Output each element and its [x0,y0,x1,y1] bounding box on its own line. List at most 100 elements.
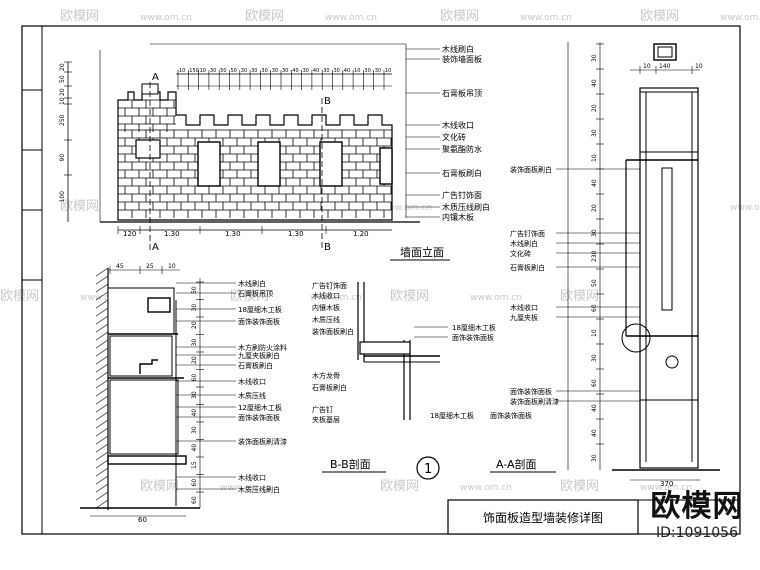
dimension-label: 60 [191,374,198,382]
detail-number-circle [416,456,440,480]
dimension-label: 10 [385,68,391,74]
hatch-stroke [95,299,109,309]
elevation-callout: 木线刷白 [442,44,474,54]
elevation-callout: 石膏板吊顶 [442,88,482,98]
watermark-brand: 欧模网 [230,289,269,304]
detail-1-callout: 广告钉饰面 [312,281,347,290]
hatch-stroke [95,467,109,477]
section-bb-callout: 木质压线刷白 [238,485,280,494]
hatch-stroke [95,491,109,501]
hatch-stroke [95,331,109,341]
section-bb-callout: 九厘夹板刷白 [238,351,280,360]
hatch-stroke [95,379,109,389]
dimension-label: 60 [138,516,147,524]
dimension-label: 30 [261,68,267,74]
wall-window-4 [379,147,393,185]
dimension-label: 120 [123,230,136,238]
dimension-label: 50 [591,279,598,287]
elevation-callout: 木质压线刷白 [442,202,490,212]
watermark-site: www.om.cn [325,13,377,23]
dimension-label: 140 [659,63,671,70]
dimension-label: 10 [591,329,598,337]
dimension-label: 40 [591,404,598,412]
hatch-stroke [95,307,109,317]
watermark-brand: 欧模网 [640,9,679,24]
dimension-label: 30 [191,339,198,347]
hatch-stroke [95,427,109,437]
elevation-callouts: 木线刷白装饰墙面板石膏板吊顶木线收口文化砖聚氨酯防水石膏板刷白广告钉饰面木质压线… [150,43,490,222]
faucet-icon [139,359,158,374]
detail-1-callout: 广告钉 [312,405,333,414]
drawing-title: 饰面板造型墙装修详图 [482,510,603,525]
watermark-brand: 欧模网 [140,479,179,494]
dimension-label: 60 [591,379,598,387]
dimension-label: 30 [251,68,257,74]
hatch-stroke [95,363,109,373]
watermark-site: www.om.cn [730,203,760,213]
hatch-stroke [95,315,109,325]
dimension-label: 250 [59,114,66,126]
dimension-label: 20 [191,356,198,364]
dimension-label: 30 [191,304,198,312]
elevation-callout: 装饰墙面板 [442,54,482,64]
dimension-label: 20 [591,204,598,212]
section-bb-mid-box [109,335,173,377]
dimension-label: 1.30 [288,230,304,238]
hatch-stroke [95,419,109,429]
wall-window-3 [319,141,343,187]
detail-number: 1 [424,462,432,477]
detail-1-callout: 木质压线 [312,315,340,324]
dimension-label: 50 [220,68,226,74]
dimension-label: 10 [354,68,360,74]
hatch-stroke [95,411,109,421]
dimension-label: 40 [191,409,198,417]
dimension-label: 60 [591,304,598,312]
dimension-label: 40 [591,179,598,187]
section-aa-callout: 面饰装饰面板 [510,387,552,396]
dimension-label: 1.30 [164,230,180,238]
watermark-brand: 欧模网 [0,289,39,304]
dimension-label: 10 [200,68,206,74]
aa-detail-circle [621,323,651,353]
dimension-label: 25 [146,263,154,270]
dimension-label: 40 [191,444,198,452]
hatch-stroke [95,459,109,469]
aa-knob [665,355,679,369]
watermark-site: www.om.cn [460,483,512,493]
section-bb-callouts: 木线刷白石膏板吊顶18厘细木工板面饰装饰面板木方刷防火涂料九厘夹板刷白石膏板刷白… [176,279,287,494]
watermark-brand: 欧模网 [60,9,99,24]
dimension-label: 40 [313,68,319,74]
section-bb-title: B-B剖面 [330,457,371,471]
dimension-label: 40 [292,68,298,74]
dimension-label: 30 [323,68,329,74]
watermark-brand: 欧模网 [560,289,599,304]
dimension-label: 45 [116,263,124,270]
dimension-label: 60 [191,496,198,504]
section-bb-callout: 木质压线 [238,391,266,400]
section-bb-top-box [107,287,175,335]
section-aa-callout: 木线刷白 [510,239,538,248]
dimension-label: 30 [282,68,288,74]
dimension-label: 50 [231,68,237,74]
hatch-stroke [95,291,109,301]
dimension-label: 100 [59,191,66,203]
dimension-label: 10 [59,97,66,105]
elevation-callout: 石膏板刷白 [442,168,482,178]
section-bb-callout: 木线收口 [238,377,266,386]
section-bb-callout: 装饰面板刷清漆 [238,437,287,446]
hatch-stroke [95,451,109,461]
dimension-label: 10 [695,63,703,70]
hatch-stroke [95,323,109,333]
dimension-label: 30 [191,426,198,434]
dimension-label: 1.20 [353,230,369,238]
section-aa-callout: 装饰面板刷白 [510,165,552,174]
watermark-site: www.om.cn [470,293,522,303]
